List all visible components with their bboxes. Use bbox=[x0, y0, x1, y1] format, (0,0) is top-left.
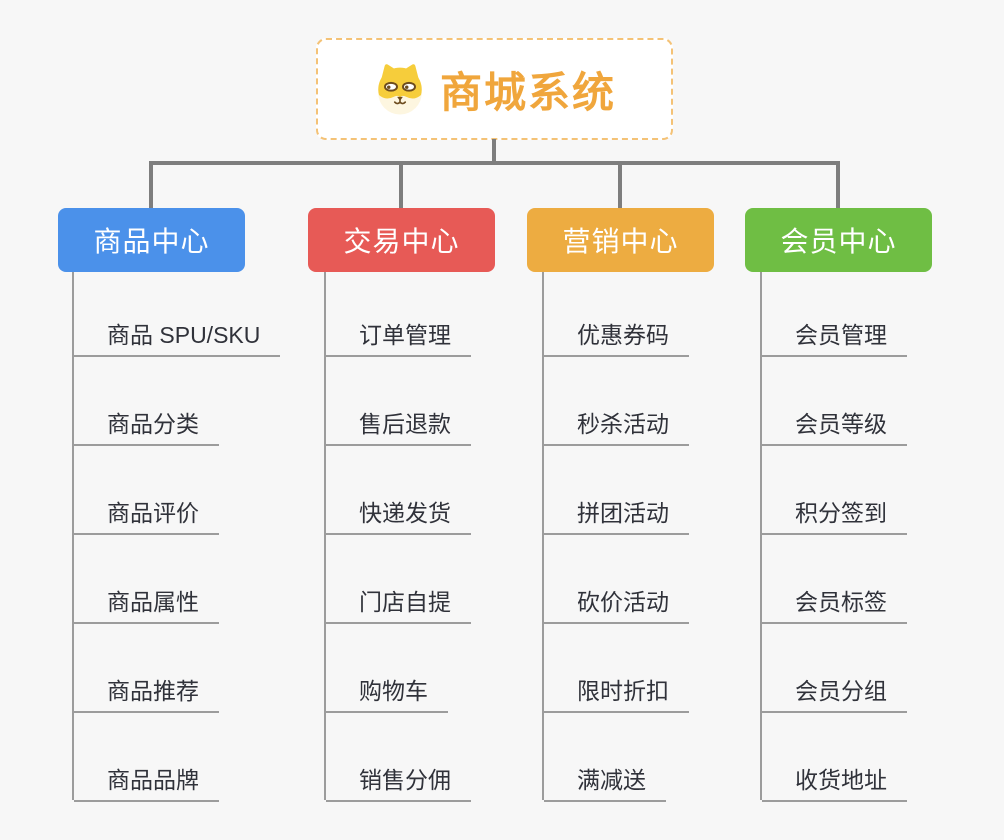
leaf-topic[interactable]: 秒杀活动 bbox=[544, 410, 689, 446]
dog-face-icon bbox=[378, 64, 422, 115]
leaf-topic[interactable]: 会员分组 bbox=[762, 677, 907, 713]
root-stem-connector bbox=[492, 139, 496, 163]
branch-drop-connector bbox=[149, 163, 153, 209]
leaf-topic[interactable]: 商品 SPU/SKU bbox=[74, 321, 281, 357]
leaf-topic[interactable]: 满减送 bbox=[544, 766, 666, 802]
leaf-topic[interactable]: 门店自提 bbox=[326, 588, 471, 624]
leaf-topic[interactable]: 收货地址 bbox=[762, 766, 907, 802]
horizontal-connector bbox=[149, 161, 840, 165]
branch-column-product: 商品 SPU/SKU 商品分类 商品评价 商品属性 商品推荐 商品品牌 bbox=[72, 272, 324, 802]
leaf-topic[interactable]: 销售分佣 bbox=[326, 766, 471, 802]
root-node[interactable]: 商城系统 bbox=[316, 38, 673, 140]
leaf-topic[interactable]: 限时折扣 bbox=[544, 677, 689, 713]
leaf-topic[interactable]: 商品品牌 bbox=[74, 766, 219, 802]
branch-drop-connector bbox=[836, 163, 840, 209]
branch-column-trade: 订单管理 售后退款 快递发货 门店自提 购物车 销售分佣 bbox=[324, 272, 576, 802]
leaf-topic[interactable]: 会员标签 bbox=[762, 588, 907, 624]
leaf-topic[interactable]: 优惠券码 bbox=[544, 321, 689, 357]
leaf-topic[interactable]: 商品推荐 bbox=[74, 677, 219, 713]
branch-column-member: 会员管理 会员等级 积分签到 会员标签 会员分组 收货地址 bbox=[760, 272, 1004, 802]
root-title: 商城系统 bbox=[439, 68, 616, 116]
leaf-topic[interactable]: 积分签到 bbox=[762, 499, 907, 535]
leaf-topic[interactable]: 售后退款 bbox=[326, 410, 471, 446]
leaf-topic[interactable]: 商品分类 bbox=[74, 410, 219, 446]
leaf-topic[interactable]: 快递发货 bbox=[326, 499, 471, 535]
branch-node-product-center[interactable]: 商品中心 bbox=[58, 208, 245, 272]
branch-drop-connector bbox=[399, 163, 403, 209]
leaf-topic[interactable]: 订单管理 bbox=[326, 321, 471, 357]
leaf-topic[interactable]: 砍价活动 bbox=[544, 588, 689, 624]
leaf-topic[interactable]: 会员等级 bbox=[762, 410, 907, 446]
branch-column-marketing: 优惠券码 秒杀活动 拼团活动 砍价活动 限时折扣 满减送 bbox=[542, 272, 794, 802]
leaf-topic[interactable]: 商品属性 bbox=[74, 588, 219, 624]
leaf-topic[interactable]: 会员管理 bbox=[762, 321, 907, 357]
leaf-topic[interactable]: 购物车 bbox=[326, 677, 448, 713]
branch-node-member-center[interactable]: 会员中心 bbox=[745, 208, 932, 272]
branch-node-trade-center[interactable]: 交易中心 bbox=[308, 208, 495, 272]
branch-drop-connector bbox=[618, 163, 622, 209]
leaf-topic[interactable]: 拼团活动 bbox=[544, 499, 689, 535]
leaf-topic[interactable]: 商品评价 bbox=[74, 499, 219, 535]
branch-node-marketing-center[interactable]: 营销中心 bbox=[527, 208, 714, 272]
